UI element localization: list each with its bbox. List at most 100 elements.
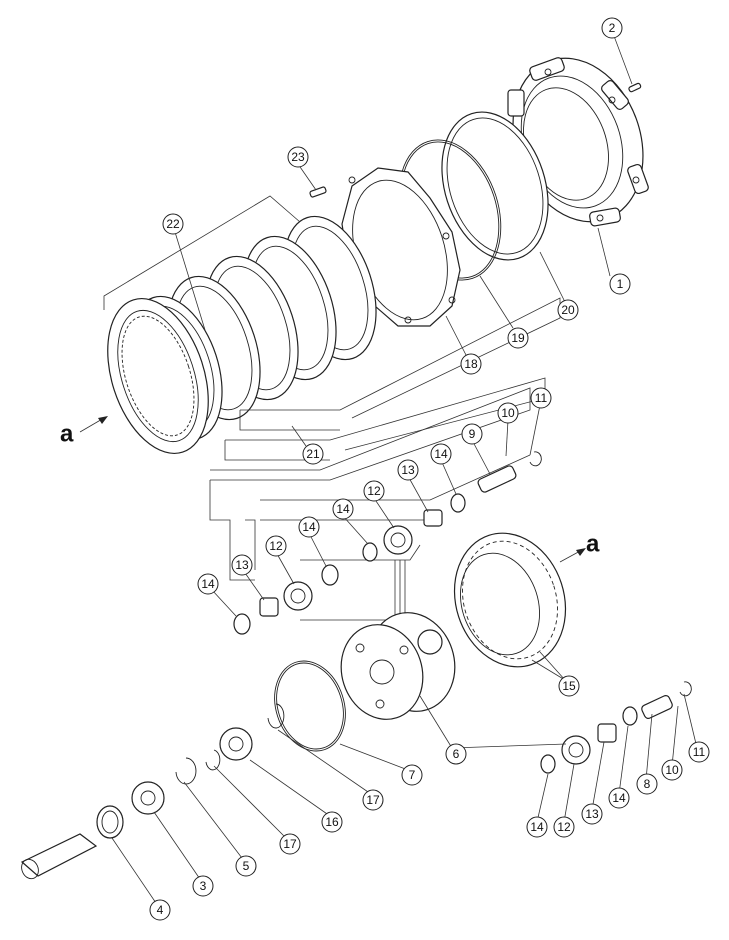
callout-14-e: 14 xyxy=(526,816,548,838)
svg-text:14: 14 xyxy=(302,520,316,534)
svg-text:3: 3 xyxy=(200,879,207,893)
callout-7: 7 xyxy=(401,764,423,786)
callout-3: 3 xyxy=(192,875,214,897)
callout-17-a: 17 xyxy=(362,789,384,811)
callout-10-upper: 10 xyxy=(497,402,519,424)
bushing-part-13-upper xyxy=(423,509,443,527)
washer-part-14-mid xyxy=(362,542,378,562)
washer-part-14-left xyxy=(233,613,251,635)
snap-ring-part-11-upper xyxy=(529,451,542,467)
view-label-a-right: a xyxy=(586,531,600,558)
bushing-part-13-right xyxy=(597,723,617,743)
svg-text:14: 14 xyxy=(201,577,215,591)
callout-17-b: 17 xyxy=(279,833,301,855)
callout-12-right: 12 xyxy=(553,816,575,838)
planet-gear-part-12-upper xyxy=(383,525,413,555)
svg-text:15: 15 xyxy=(562,679,576,693)
callout-5: 5 xyxy=(235,855,257,877)
callout-2: 2 xyxy=(601,17,623,39)
callout-8: 8 xyxy=(636,773,658,795)
svg-text:5: 5 xyxy=(243,859,250,873)
callout-13-upper: 13 xyxy=(397,459,419,481)
view-arrow-a-right: a xyxy=(559,531,600,563)
callout-20: 20 xyxy=(557,299,579,321)
view-arrow-a-left: a xyxy=(60,416,108,448)
snap-ring-part-11-lower xyxy=(679,681,692,697)
screw-part-23 xyxy=(309,186,327,198)
callout-18: 18 xyxy=(460,353,482,375)
callout-16: 16 xyxy=(321,811,343,833)
washer-part-14-mid2 xyxy=(321,564,339,586)
svg-text:11: 11 xyxy=(693,745,706,759)
callout-14-c: 14 xyxy=(298,516,320,538)
sun-gear-part-16 xyxy=(219,727,253,761)
svg-text:10: 10 xyxy=(501,406,515,420)
shaft-part-9-upper xyxy=(477,465,517,493)
svg-text:14: 14 xyxy=(434,447,448,461)
svg-text:6: 6 xyxy=(453,747,460,761)
svg-text:20: 20 xyxy=(561,303,575,317)
svg-text:2: 2 xyxy=(609,21,616,35)
callout-13-left: 13 xyxy=(231,554,253,576)
svg-text:10: 10 xyxy=(665,763,679,777)
callouts: 1 2 3 4 5 6 7 8 9 10 10 11 11 12 12 12 1… xyxy=(149,17,710,921)
svg-text:12: 12 xyxy=(557,820,571,834)
callout-13-right: 13 xyxy=(581,803,603,825)
svg-text:14: 14 xyxy=(336,502,350,516)
svg-text:4: 4 xyxy=(157,903,164,917)
callout-10-lower: 10 xyxy=(661,759,683,781)
callout-19: 19 xyxy=(507,327,529,349)
snap-ring-part-17-b xyxy=(205,749,221,771)
shaft-part-8 xyxy=(641,695,673,719)
seal-ring-part-7 xyxy=(274,660,346,752)
callout-14-f: 14 xyxy=(608,787,630,809)
svg-text:1: 1 xyxy=(617,277,624,291)
bearing-part-4 xyxy=(96,805,124,839)
svg-text:19: 19 xyxy=(511,331,525,345)
svg-text:12: 12 xyxy=(367,484,381,498)
carrier-part-6 xyxy=(340,612,456,720)
svg-text:16: 16 xyxy=(325,815,339,829)
callout-22: 22 xyxy=(162,213,184,235)
svg-text:23: 23 xyxy=(291,150,305,164)
callout-23: 23 xyxy=(287,146,309,168)
callout-14-b: 14 xyxy=(332,498,354,520)
svg-text:7: 7 xyxy=(409,768,416,782)
svg-text:14: 14 xyxy=(612,791,626,805)
leader-lines xyxy=(111,35,698,907)
clutch-disc-pack-part-22 xyxy=(103,195,377,455)
svg-text:22: 22 xyxy=(166,217,180,231)
callout-11-upper: 11 xyxy=(530,387,552,409)
svg-text:11: 11 xyxy=(535,391,548,405)
svg-text:17: 17 xyxy=(283,837,297,851)
svg-text:14: 14 xyxy=(530,820,544,834)
callout-6: 6 xyxy=(445,743,467,765)
svg-text:9: 9 xyxy=(469,427,476,441)
svg-text:13: 13 xyxy=(401,463,415,477)
callout-21: 21 xyxy=(302,443,324,465)
snap-ring-part-5 xyxy=(175,757,197,785)
callout-12-upper: 12 xyxy=(363,480,385,502)
planet-layout-guides xyxy=(209,297,561,621)
callout-4: 4 xyxy=(149,899,171,921)
washer-part-14-right-b xyxy=(622,706,638,726)
callout-14-d: 14 xyxy=(197,573,219,595)
callout-15: 15 xyxy=(558,675,580,697)
callout-14-a: 14 xyxy=(430,443,452,465)
planet-gear-part-12-right xyxy=(561,735,591,765)
planet-gear-part-12-left xyxy=(283,581,313,611)
ring-gear-part-15 xyxy=(453,532,567,668)
callout-11-lower: 11 xyxy=(688,741,710,763)
washer-part-14-upper xyxy=(450,493,466,513)
callout-9: 9 xyxy=(461,423,483,445)
pin-part-2 xyxy=(628,82,642,93)
washer-part-14-right-a xyxy=(540,754,556,774)
gear-part-3 xyxy=(131,781,165,815)
seal-ring-part-20 xyxy=(441,111,549,261)
svg-text:18: 18 xyxy=(464,357,478,371)
svg-text:12: 12 xyxy=(269,539,283,553)
callout-12-left: 12 xyxy=(265,535,287,557)
svg-text:21: 21 xyxy=(306,447,320,461)
callout-1: 1 xyxy=(609,273,631,295)
